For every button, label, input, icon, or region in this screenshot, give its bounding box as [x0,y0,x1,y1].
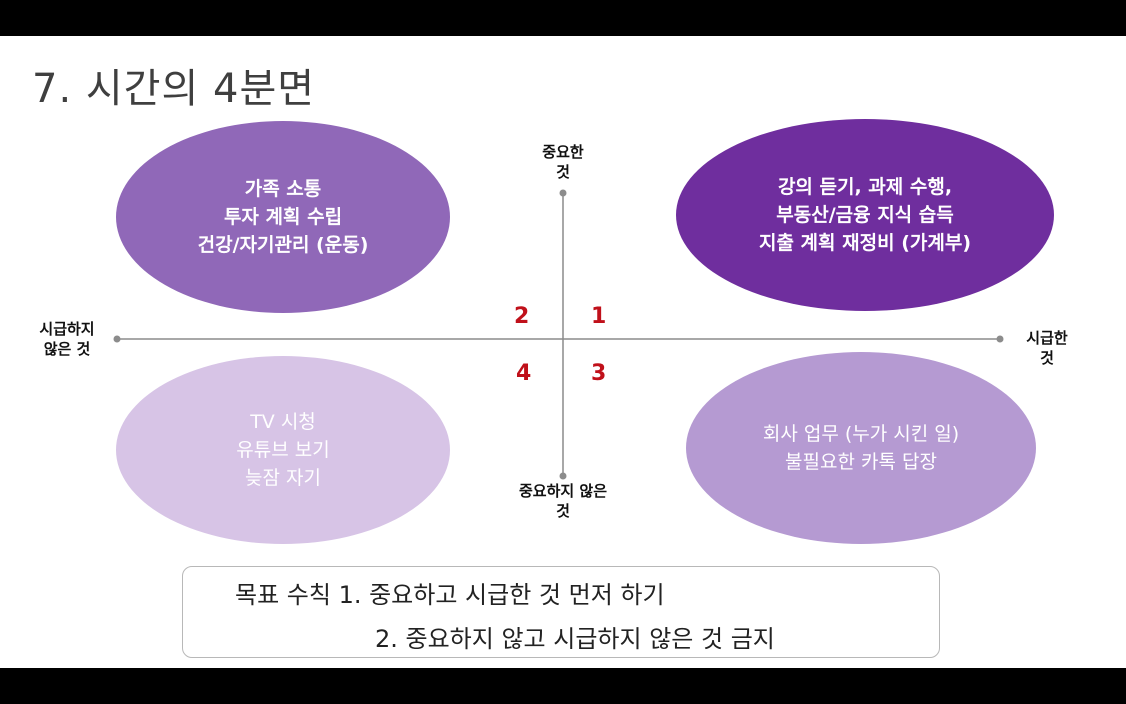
left-axis-endpoint [113,335,121,343]
quadrant-3-item: 회사 업무 (누가 시킨 일) [762,423,960,445]
axis-label-line: 시급하지 [39,320,95,338]
goal-rule-1: 목표 수칙 1. 중요하고 시급한 것 먼저 하기 [235,581,665,609]
axis-label-important: 중요한 것 [513,142,613,182]
axes [113,189,1004,480]
bottom-axis-endpoint [559,472,567,480]
quadrant-number-1: 1 [591,304,607,329]
quadrant-number-4: 4 [516,361,532,386]
axis-label-line: 중요한 [542,143,584,161]
top-axis-endpoint [559,189,567,197]
quadrant-4-item: TV 시청 [250,411,316,433]
right-axis-endpoint [996,335,1004,343]
axis-label-line: 시급한 [1026,329,1068,347]
quadrant-2-item: 투자 계획 수립 [223,206,343,228]
quadrant-1-item: 강의 듣기, 과제 수행, [777,176,953,198]
axis-label-not-urgent: 시급하지 않은 것 [22,319,112,359]
quadrant-4-item: 늦잠 자기 [245,467,321,489]
axis-label-line: 않은 것 [43,340,91,358]
quadrant-1-ellipse: 강의 듣기, 과제 수행, 부동산/금융 지식 습득 지출 계획 재정비 (가계… [676,119,1054,311]
quadrant-3-ellipse: 회사 업무 (누가 시킨 일) 불필요한 카톡 답장 [686,352,1036,544]
slide-title: 7. 시간의 4분면 [32,66,316,112]
quadrant-4-ellipse: TV 시청 유튜브 보기 늦잠 자기 [116,356,450,544]
quadrant-2-item: 건강/자기관리 (운동) [197,234,369,256]
quadrant-number-3: 3 [591,361,607,386]
top-letterbox-bar [0,0,1126,36]
axis-label-line: 것 [556,163,570,181]
quadrant-2-item: 가족 소통 [244,178,322,200]
quadrant-4-item: 유튜브 보기 [236,439,330,461]
axis-label-line: 중요하지 않은 [518,482,608,500]
quadrant-number-2: 2 [514,304,530,329]
slide: 7. 시간의 4분면 가족 소통 투자 계획 수립 건강/자기관리 (운동) 강… [0,36,1126,668]
quadrant-3-item: 불필요한 카톡 답장 [785,451,937,473]
axis-label-line: 것 [556,502,570,520]
bottom-letterbox-bar [0,668,1126,704]
goal-rules-box: 목표 수칙 1. 중요하고 시급한 것 먼저 하기 2. 중요하지 않고 시급하… [182,566,940,658]
quadrant-1-item: 지출 계획 재정비 (가계부) [758,232,971,254]
axis-label-line: 것 [1040,349,1054,367]
axis-label-not-important: 중요하지 않은 것 [493,481,633,521]
quadrant-1-item: 부동산/금융 지식 습득 [776,204,954,226]
quadrant-2-ellipse: 가족 소통 투자 계획 수립 건강/자기관리 (운동) [116,121,450,313]
axis-label-urgent: 시급한 것 [1012,328,1082,368]
goal-rule-2: 2. 중요하지 않고 시급하지 않은 것 금지 [375,625,775,653]
